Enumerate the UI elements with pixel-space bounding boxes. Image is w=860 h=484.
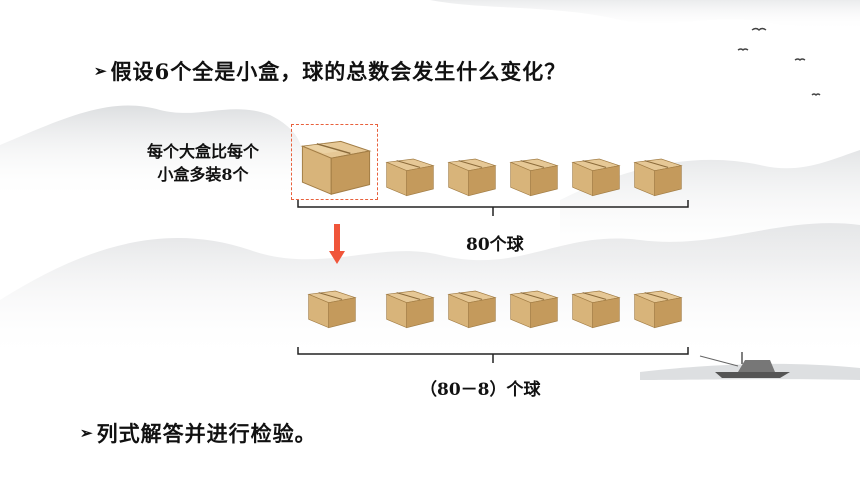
small-box-icon [447,158,497,197]
bullet-arrow-icon: ➢ [94,62,108,80]
small-box-icon [385,290,435,329]
small-box-icon [385,158,435,197]
bird-icon [737,27,821,96]
small-box-icon [509,290,559,329]
small-box-icon [571,158,621,197]
small-box-icon [307,290,357,329]
small-box-icon [509,158,559,197]
top-total-label: 80个球 [466,235,524,255]
instruction-line: ➢ 列式解答并进行检验。 [80,418,317,448]
box-difference-line1: 每个大盒比每个 [146,142,259,161]
large-box-icon [300,140,372,195]
question-text: 假设6个全是小盒，球的总数会发生什么变化？ [110,59,567,84]
question-line: ➢ 假设6个全是小盒，球的总数会发生什么变化？ [94,56,566,86]
down-arrow-icon [329,224,345,264]
boat-icon [699,352,790,378]
box-difference-label: 每个大盒比每个 小盒多装8个 [118,140,288,186]
small-box-icon [633,158,683,197]
bottom-brace [297,347,689,363]
box-difference-line2: 小盒多装8个 [157,165,249,184]
instruction-text: 列式解答并进行检验。 [96,421,317,446]
bullet-arrow-icon: ➢ [80,424,94,442]
small-box-icon [447,290,497,329]
top-brace [297,200,689,216]
big-box-highlight [291,124,378,200]
bottom-total-label: （80－8）个球 [420,380,541,400]
small-box-icon [571,290,621,329]
small-box-icon [633,290,683,329]
